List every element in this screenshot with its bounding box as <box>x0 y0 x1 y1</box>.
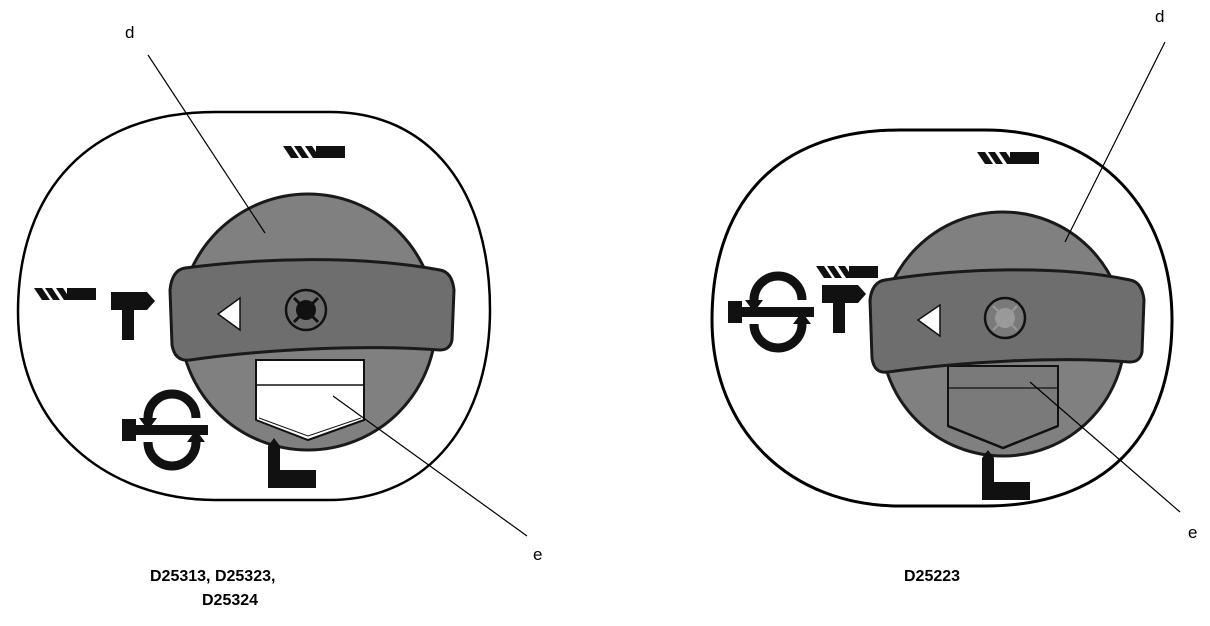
callout-label-e: e <box>1188 523 1197 542</box>
triangle-pointer-icon <box>916 303 941 338</box>
callout-line-e <box>1029 381 1181 513</box>
callout-line-e <box>332 395 528 537</box>
figure-left: d e <box>16 23 542 564</box>
figure-caption-left: D25313, D25323, D25324 <box>150 565 350 613</box>
figure-right: d e <box>710 7 1197 542</box>
screw-icon <box>284 288 328 332</box>
callout-label-e: e <box>533 545 542 564</box>
callout-line-d <box>147 54 266 234</box>
screw-icon <box>983 296 1027 340</box>
lock-button-window[interactable] <box>255 359 365 442</box>
callout-label-d: d <box>125 23 134 42</box>
figure-caption-right: D25223 <box>904 565 1024 589</box>
triangle-pointer-icon <box>216 296 241 332</box>
caption-line-1: D25223 <box>904 568 961 585</box>
caption-line-1: D25313, D25323, <box>150 568 276 585</box>
callout-line-d <box>1064 41 1166 243</box>
callout-label-d: d <box>1155 7 1164 26</box>
caption-line-2: D25324 <box>202 592 259 609</box>
